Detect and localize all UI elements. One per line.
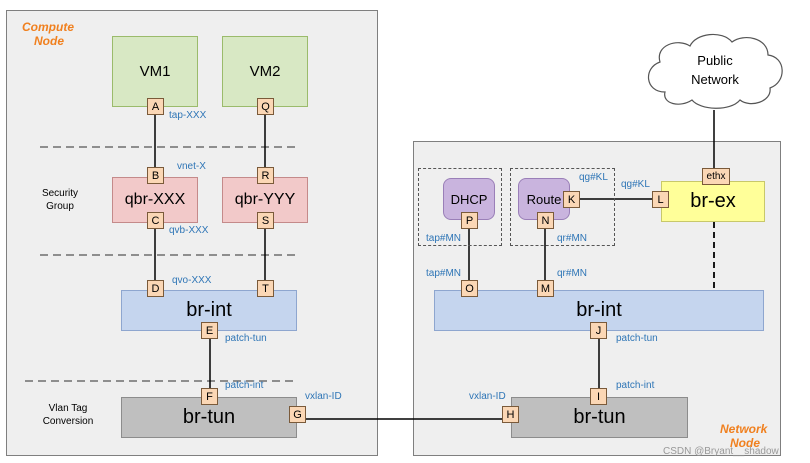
port-r[interactable]: R	[257, 167, 274, 184]
port-s[interactable]: S	[257, 212, 274, 229]
dhcp-namespace-box	[418, 168, 502, 246]
public-network-cloud	[648, 33, 783, 109]
label-qvb-xxx: qvb-XXX	[169, 225, 209, 236]
port-m[interactable]: M	[537, 280, 554, 297]
label-vnet-x: vnet-X	[177, 161, 206, 172]
label-qg-kl-k: qg#KL	[579, 172, 608, 183]
port-e[interactable]: E	[201, 322, 218, 339]
label-vxlan-id-compute: vxlan-ID	[305, 391, 342, 402]
label-tap-mn-o: tap#MN	[426, 268, 462, 279]
public-network-label: Public Network	[691, 53, 739, 87]
label-patch-tun-compute: patch-tun	[225, 333, 267, 344]
label-patch-tun-network: patch-tun	[616, 333, 658, 344]
port-g[interactable]: G	[289, 406, 306, 423]
router-namespace-box	[510, 168, 615, 246]
security-group-label: Security Group	[41, 188, 79, 212]
port-o[interactable]: O	[461, 280, 478, 297]
label-tap-xxx: tap-XXX	[169, 110, 207, 121]
port-q[interactable]: Q	[257, 98, 274, 115]
label-vxlan-id-network: vxlan-ID	[469, 391, 506, 402]
watermark: CSDN @Bryant__shadow	[663, 446, 779, 457]
label-qr-mn-m: qr#MN	[557, 268, 588, 279]
vlan-tag-conversion-label: Vlan Tag Conversion	[42, 403, 94, 427]
port-d[interactable]: D	[147, 280, 164, 297]
port-k[interactable]: K	[563, 191, 580, 208]
port-t[interactable]: T	[257, 280, 274, 297]
label-patch-int-compute: patch-int	[225, 380, 264, 391]
network-node-title: Network Node	[720, 422, 768, 450]
port-a[interactable]: A	[147, 98, 164, 115]
port-b[interactable]: B	[147, 167, 164, 184]
port-p[interactable]: P	[461, 212, 478, 229]
port-ethx[interactable]: ethx	[702, 168, 730, 185]
vm2[interactable]: VM2	[222, 36, 308, 107]
port-c[interactable]: C	[147, 212, 164, 229]
label-qr-mn-n: qr#MN	[557, 233, 588, 244]
port-f[interactable]: F	[201, 388, 218, 405]
port-n[interactable]: N	[537, 212, 554, 229]
vm1[interactable]: VM1	[112, 36, 198, 107]
port-j[interactable]: J	[590, 322, 607, 339]
label-qvo-xxx: qvo-XXX	[172, 275, 212, 286]
label-tap-mn-p: tap#MN	[426, 233, 462, 244]
compute-node-title: Compute Node	[22, 20, 74, 48]
br-ex[interactable]: br-ex	[661, 181, 765, 222]
label-patch-int-network: patch-int	[616, 380, 655, 391]
port-l[interactable]: L	[652, 191, 669, 208]
label-qg-kl-l: qg#KL	[621, 179, 650, 190]
linux-bridge-qbr-yyy[interactable]: qbr-YYY	[222, 177, 308, 223]
port-i[interactable]: I	[590, 388, 607, 405]
port-h[interactable]: H	[502, 406, 519, 423]
